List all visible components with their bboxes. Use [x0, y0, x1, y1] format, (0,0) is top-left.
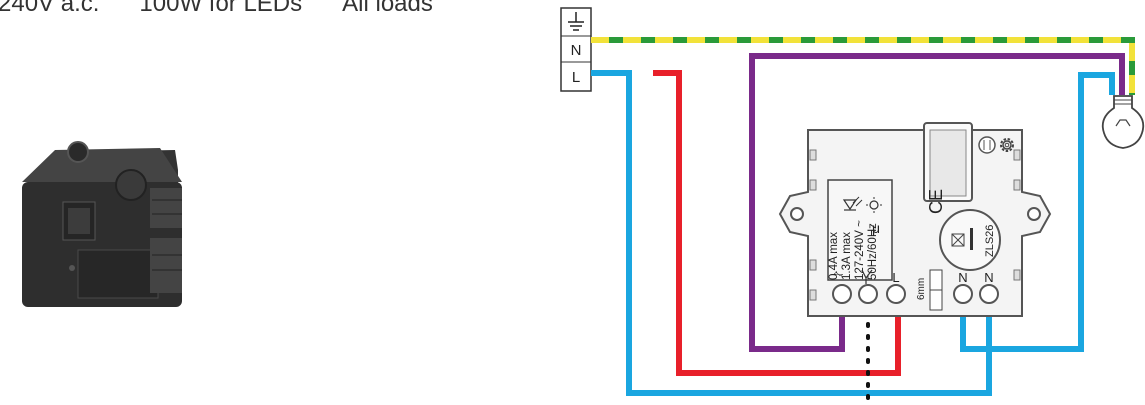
sun-icon — [866, 197, 882, 213]
terminal-neutral-1: N — [953, 270, 973, 304]
led-symbol — [842, 196, 863, 211]
mount-hole-right — [1027, 207, 1041, 221]
micro-symbol: μ — [872, 220, 880, 236]
rating-line-1: 0.4A max — [828, 232, 840, 280]
rating-line-4: 50Hz/60Hz — [867, 223, 879, 280]
earth-wire — [591, 37, 1135, 95]
terminal-n2-text: N — [984, 270, 993, 285]
rating-label — [827, 179, 893, 281]
terminal-l-label: L — [572, 69, 580, 86]
terminal-block: N L — [560, 7, 592, 92]
spec-header: 240V a.c. 100W for LEDs All loads — [0, 0, 473, 18]
gear-icon — [1000, 138, 1014, 152]
strip-length-label: 6mm — [916, 278, 927, 300]
mount-hole-left — [790, 207, 804, 221]
terminal-load: ⏦ — [832, 266, 852, 304]
svg-text:⏦: ⏦ — [833, 266, 844, 281]
rating-text: 0.4A max 1.3A max 127-240V ~ 50Hz/60Hz — [828, 220, 879, 280]
terminal-n-label: N — [571, 42, 582, 59]
voltage-spec: 240V a.c. — [0, 0, 100, 17]
terminal-live: L — [886, 270, 906, 304]
neutral-wire — [591, 70, 1115, 396]
terminal-n1-text: N — [958, 270, 967, 285]
earth-icon — [568, 12, 584, 31]
config-button — [978, 136, 996, 154]
lamp-icon — [1101, 95, 1145, 149]
model-label: ZLS26 — [984, 225, 996, 257]
micromodule-photo — [22, 141, 182, 307]
terminal-pilot — [858, 269, 878, 304]
rating-line-2: 1.3A max — [841, 232, 853, 280]
led-power-spec: 100W for LEDs — [139, 0, 303, 17]
module: CE 0.4A max 1.3A max 127-240V ~ 50Hz/60H… — [778, 122, 1052, 317]
terminal-l-text: L — [892, 270, 899, 285]
ce-mark: CE — [926, 189, 946, 214]
switched-live-wire — [749, 53, 1125, 352]
rating-line-3: 127-240V ~ — [854, 220, 866, 280]
load-spec: All loads — [342, 0, 433, 17]
terminal-neutral-2: N — [979, 270, 999, 304]
lamp-cross-icon — [951, 233, 965, 247]
